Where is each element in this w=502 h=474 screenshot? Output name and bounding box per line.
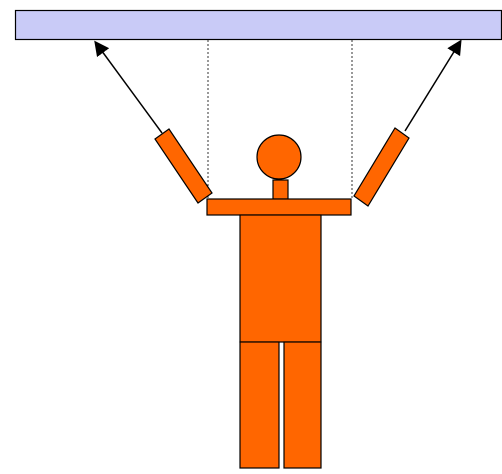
right-arm — [354, 128, 409, 206]
head — [257, 135, 301, 179]
right-force-arrow — [405, 42, 460, 131]
neck — [273, 180, 288, 199]
left-arm — [155, 129, 212, 203]
ceiling-bar — [16, 11, 502, 40]
shoulders — [207, 199, 351, 215]
left-leg — [240, 342, 279, 468]
torso — [240, 215, 321, 342]
left-force-arrow — [96, 43, 162, 133]
right-leg — [284, 342, 321, 468]
